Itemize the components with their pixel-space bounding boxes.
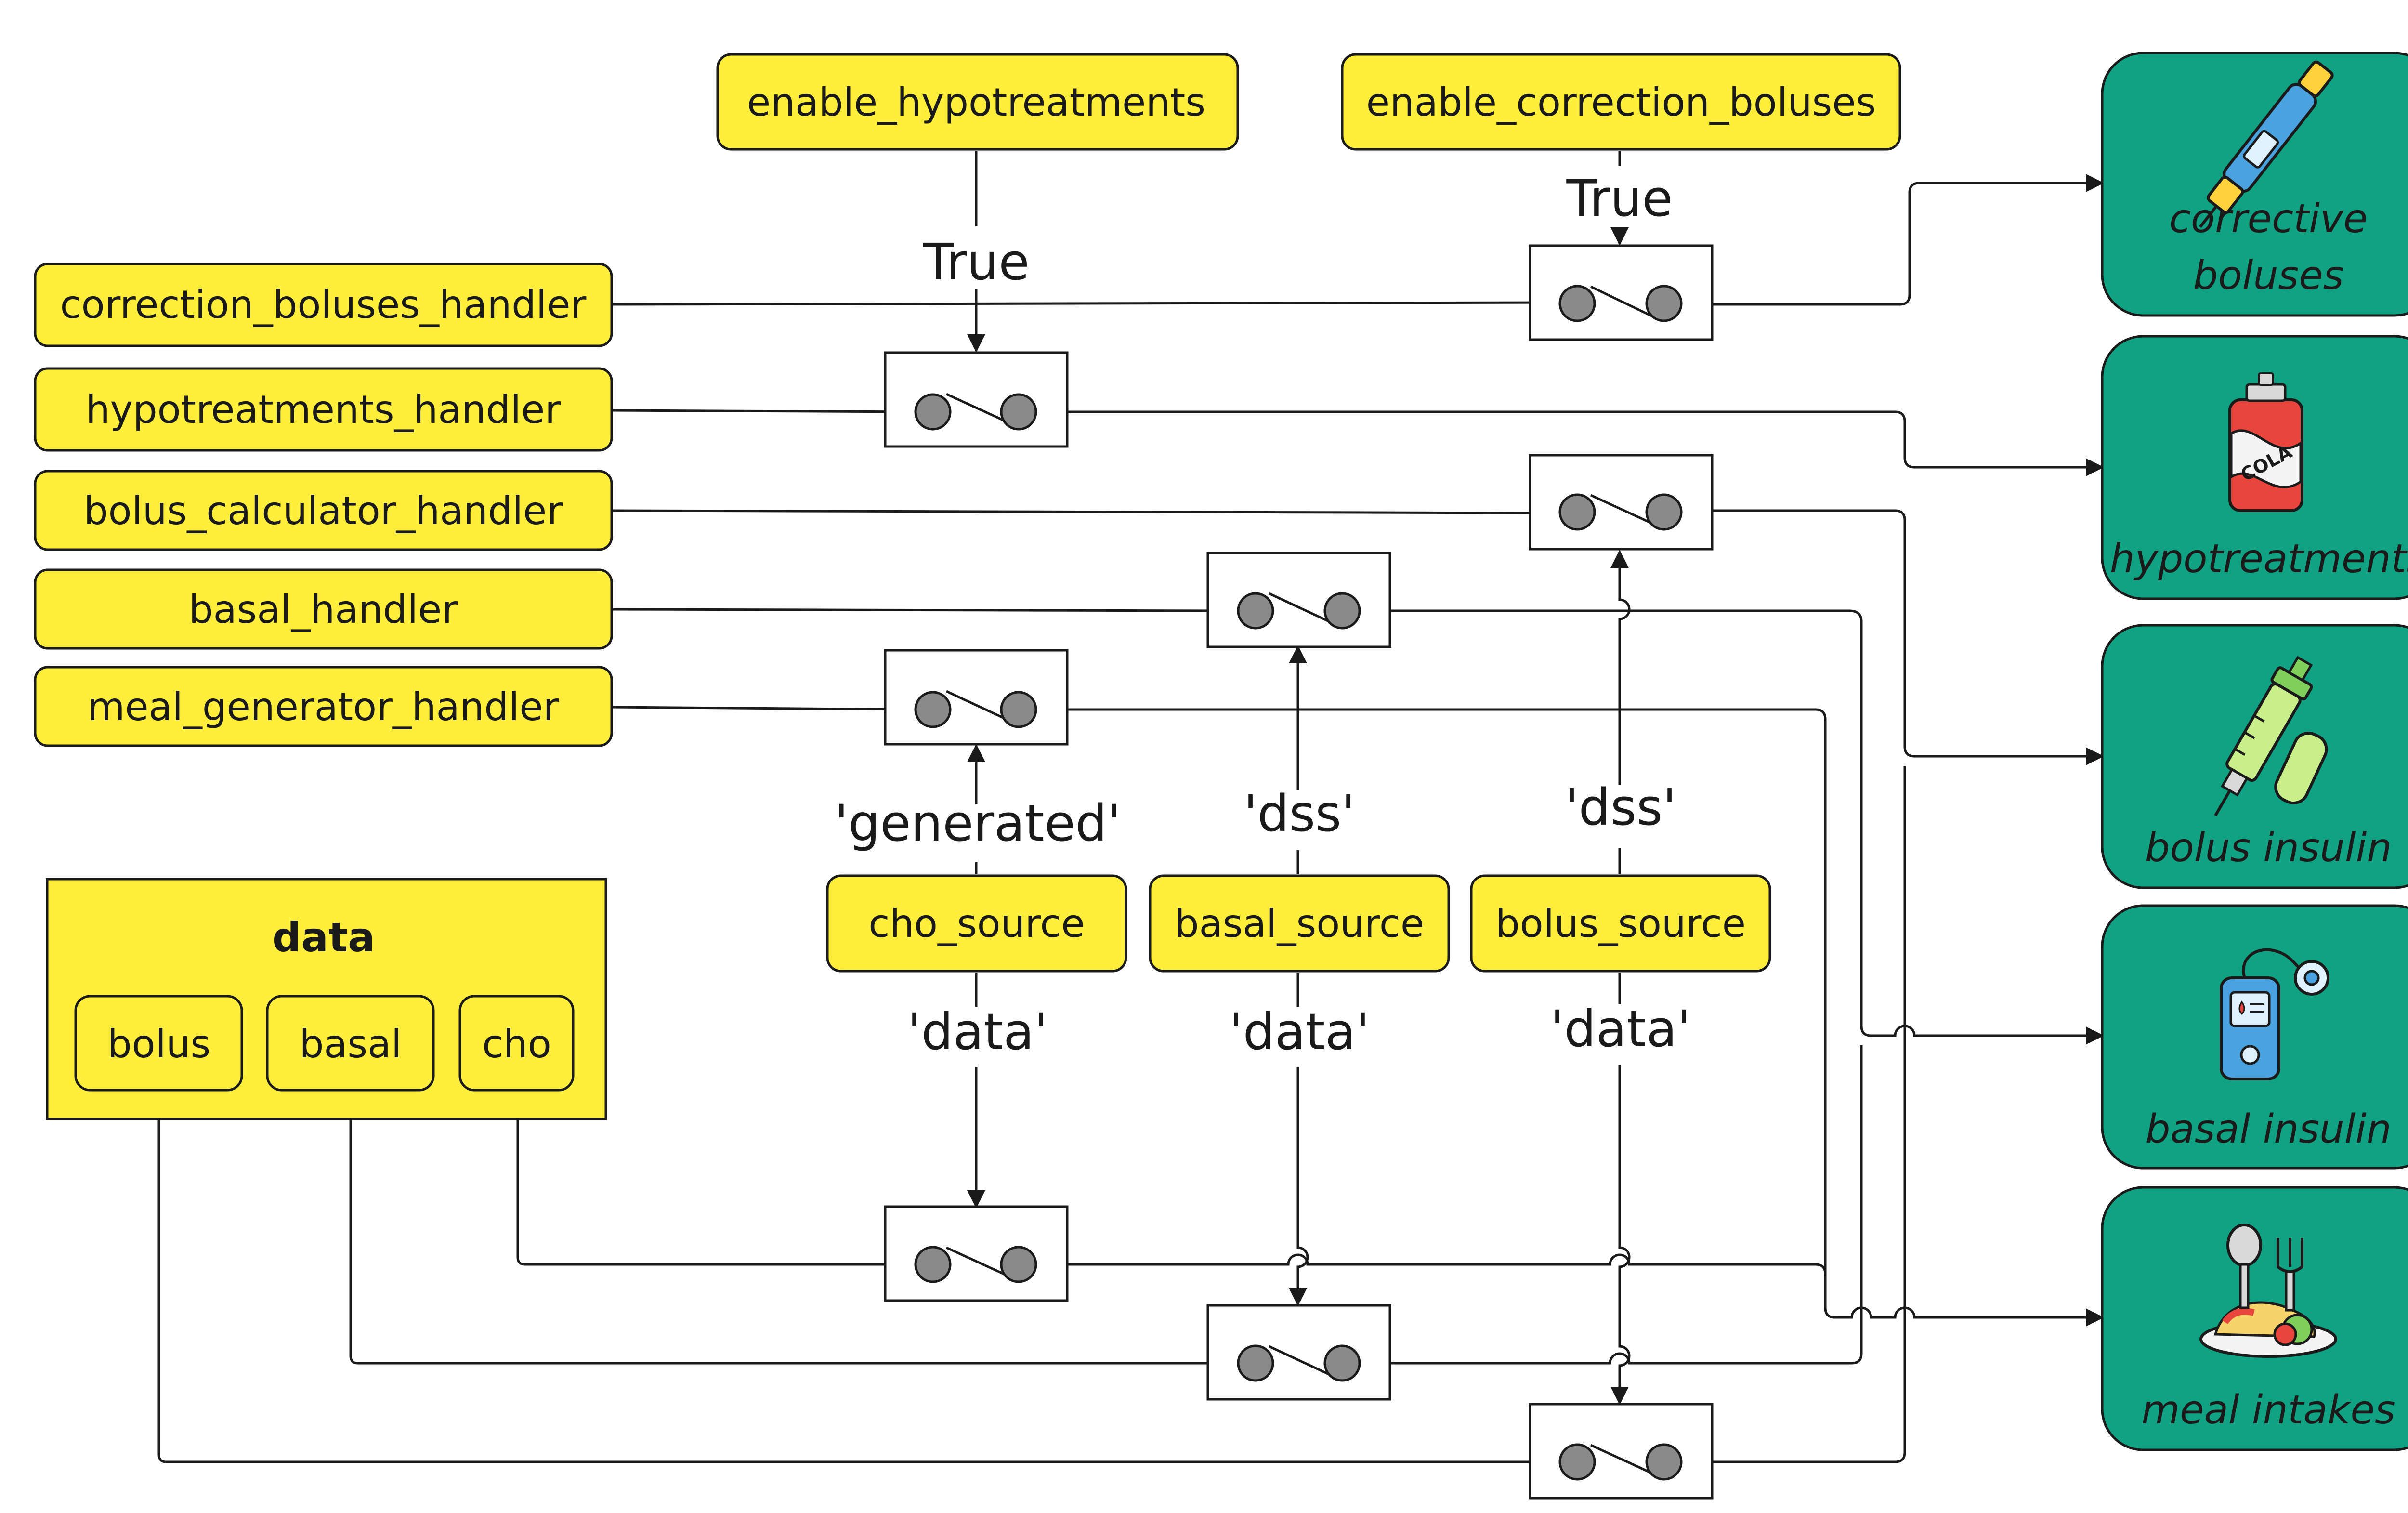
handler-hypotreatments: hypotreatments_handler xyxy=(34,367,613,452)
output-meal-intakes: meal intakes xyxy=(2101,1186,2408,1451)
handler-meal-label: meal_generator_handler xyxy=(88,684,559,729)
switch-basal-top xyxy=(1206,552,1391,648)
source-basal-label: basal_source xyxy=(1175,901,1424,946)
handler-hypo-label: hypotreatments_handler xyxy=(86,387,561,432)
flag-enable-correction-boluses: enable_correction_boluses xyxy=(1341,53,1901,151)
edge-label-true-hypo: True xyxy=(923,233,1030,291)
flag-hypo-label: enable_hypotreatments xyxy=(747,80,1205,125)
output-meal-label: meal intakes xyxy=(2141,1387,2395,1433)
handler-bolus-calc-label: bolus_calculator_handler xyxy=(84,488,563,533)
data-item-basal: basal xyxy=(266,995,435,1092)
data-item-bolus: bolus xyxy=(74,995,243,1092)
edge-label-data-bolus: 'data' xyxy=(1550,1000,1690,1058)
switch-bolus-calc xyxy=(1529,454,1714,551)
flag-correction-label: enable_correction_boluses xyxy=(1366,80,1876,125)
edge-label-dss-basal: 'dss' xyxy=(1243,784,1355,843)
insulin-pump-icon xyxy=(2220,948,2329,1080)
switch-meal-bottom xyxy=(884,1205,1069,1302)
handler-basal: basal_handler xyxy=(34,568,613,650)
data-panel: data bolus basal cho xyxy=(46,878,607,1120)
switch-bolus-bottom xyxy=(1529,1403,1714,1500)
switch-correction xyxy=(1529,244,1714,341)
edge-label-data-cho: 'data' xyxy=(907,1002,1047,1061)
data-item-bolus-label: bolus xyxy=(107,1022,210,1066)
handler-bolus-calculator: bolus_calculator_handler xyxy=(34,470,613,551)
output-bolus-label: bolus insulin xyxy=(2145,825,2392,871)
insulin-pen-icon xyxy=(2199,60,2334,228)
edge-label-true-correction: True xyxy=(1566,169,1673,228)
output-corrective-label-1: corrective xyxy=(2169,196,2368,242)
flag-enable-hypotreatments: enable_hypotreatments xyxy=(716,53,1239,151)
source-cho-label: cho_source xyxy=(868,901,1085,946)
handler-meal-generator: meal_generator_handler xyxy=(34,666,613,747)
source-bolus-label: bolus_source xyxy=(1495,901,1746,946)
edge-label-generated: 'generated' xyxy=(835,794,1121,853)
switch-hypo xyxy=(884,351,1069,448)
handler-correction-boluses: correction_boluses_handler xyxy=(34,263,613,347)
cola-can-icon: COLA xyxy=(2228,372,2303,512)
output-basal-label: basal insulin xyxy=(2145,1106,2391,1152)
output-corrective-boluses: corrective boluses xyxy=(2101,52,2408,317)
meal-plate-icon xyxy=(2199,1224,2337,1358)
data-item-basal-label: basal xyxy=(300,1022,402,1066)
handler-basal-label: basal_handler xyxy=(189,587,458,632)
switch-basal-bottom xyxy=(1206,1304,1391,1401)
edge-label-data-basal: 'data' xyxy=(1229,1002,1369,1061)
output-corrective-label-2: boluses xyxy=(2193,253,2344,299)
syringe-icon xyxy=(2214,656,2313,816)
output-hypo-label: hypotreatments xyxy=(2110,536,2408,582)
source-bolus: bolus_source xyxy=(1470,874,1771,973)
data-item-cho-label: cho xyxy=(482,1022,551,1066)
handler-correction-label: correction_boluses_handler xyxy=(60,282,587,327)
output-hypotreatments: COLA hypotreatments xyxy=(2101,335,2408,600)
source-cho: cho_source xyxy=(826,874,1127,973)
wires xyxy=(157,151,2104,1471)
edge-label-dss-bolus: 'dss' xyxy=(1565,778,1676,837)
switch-meal-top xyxy=(884,649,1069,746)
data-item-cho: cho xyxy=(458,995,575,1092)
output-bolus-insulin: bolus insulin xyxy=(2101,624,2408,889)
source-basal: basal_source xyxy=(1149,874,1450,973)
vial-icon xyxy=(2274,732,2328,805)
output-basal-insulin: basal insulin xyxy=(2101,904,2408,1170)
data-panel-title: data xyxy=(272,914,375,961)
